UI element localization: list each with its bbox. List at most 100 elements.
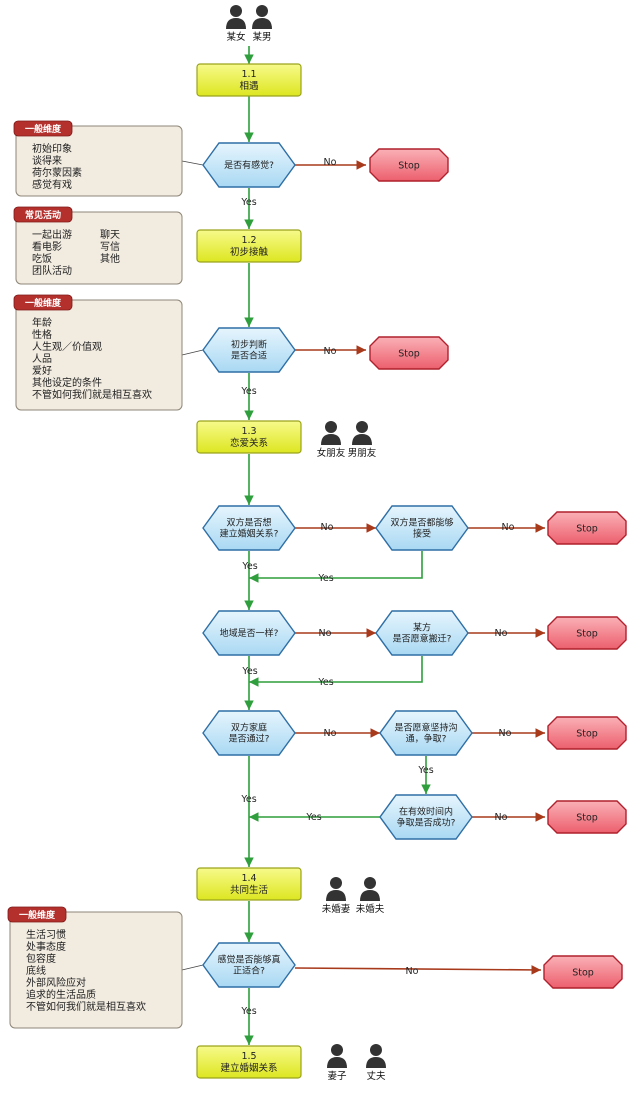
note-line: 其他设定的条件 xyxy=(32,376,102,389)
note-connector xyxy=(181,160,204,166)
stop-x3: Stop xyxy=(547,511,627,545)
decision-label: 是否有感觉? xyxy=(224,159,274,171)
decision-diamond xyxy=(379,710,473,756)
stop-label: Stop xyxy=(572,968,594,979)
decision-diamond xyxy=(375,610,469,656)
label-d5-no: No xyxy=(324,728,337,739)
label-d6-yes: Yes xyxy=(240,1006,256,1017)
note-line: 包容度 xyxy=(26,952,56,965)
decision-label: 是否愿意坚持沟 xyxy=(394,722,457,734)
decision-d1: 是否有感觉? xyxy=(202,142,296,188)
note-line: 外部风险应对 xyxy=(26,976,86,989)
edge-d6-no xyxy=(294,965,542,975)
label-d6-no: No xyxy=(406,966,419,977)
note-line: 性格 xyxy=(32,328,52,341)
process-label: 相遇 xyxy=(239,80,259,92)
person-icon xyxy=(352,421,372,445)
note-connector xyxy=(181,349,204,356)
note-tag xyxy=(13,120,73,137)
label-d2-no: No xyxy=(324,346,337,357)
note-line: 底线 xyxy=(26,964,46,977)
decision-label: 正适合? xyxy=(233,965,265,977)
stop-x1: Stop xyxy=(369,148,449,182)
people-p-13: 女朋友男朋友 xyxy=(317,421,377,459)
label-d5b-yes: Yes xyxy=(417,765,433,776)
label-d4-yes: Yes xyxy=(241,666,257,677)
person-label: 未婚夫 xyxy=(356,903,385,915)
decision-label: 建立婚姻关系? xyxy=(220,528,279,540)
note-line: 追求的生活品质 xyxy=(26,988,96,1001)
note-title: 常见活动 xyxy=(25,209,61,221)
stop-octagon xyxy=(547,511,627,545)
process-label: 恋爱关系 xyxy=(230,437,268,449)
process-s11: 1.1相遇 xyxy=(196,63,302,97)
note-line: 初始印象 xyxy=(32,142,72,155)
person-icon xyxy=(252,5,272,29)
process-box xyxy=(196,63,302,97)
process-box xyxy=(196,420,302,454)
note-line-right: 其他 xyxy=(100,252,120,265)
note-box xyxy=(15,125,183,197)
process-box xyxy=(196,867,302,901)
decision-label: 是否合适 xyxy=(231,350,267,362)
process-label: 建立婚姻关系 xyxy=(220,1062,277,1074)
process-box xyxy=(196,229,302,263)
people-p-14: 未婚妻未婚夫 xyxy=(322,877,385,915)
decision-label: 是否愿意搬迁? xyxy=(393,633,452,645)
note-line: 吃饭 xyxy=(32,252,52,265)
decision-diamond xyxy=(202,505,296,551)
person-label: 女朋友 xyxy=(317,447,346,459)
label-d1-no: No xyxy=(324,157,337,168)
decision-diamond xyxy=(202,610,296,656)
decision-label: 通，争取? xyxy=(406,733,447,745)
label-d5c-no: No xyxy=(495,812,508,823)
decision-diamond xyxy=(202,942,296,988)
note-title: 一般维度 xyxy=(25,123,62,135)
stop-label: Stop xyxy=(576,729,598,740)
decision-label: 双方是否想 xyxy=(226,517,271,529)
note-tag xyxy=(7,906,67,923)
stop-label: Stop xyxy=(576,524,598,535)
stop-octagon xyxy=(547,716,627,750)
note-line-right: 写信 xyxy=(100,241,120,253)
decision-label: 某方 xyxy=(413,622,431,634)
stop-octagon xyxy=(369,148,449,182)
label-d1-yes: Yes xyxy=(240,197,256,208)
people-p-top: 某女某男 xyxy=(226,5,272,43)
person-label: 男朋友 xyxy=(348,447,377,459)
decision-label: 初步判断 xyxy=(231,339,267,351)
note-box xyxy=(15,299,183,411)
decision-label: 双方家庭 xyxy=(231,722,267,734)
decision-label: 争取是否成功? xyxy=(397,817,456,829)
person-icon xyxy=(326,877,346,901)
decision-diamond xyxy=(202,710,296,756)
people-layer: 某女某男女朋友男朋友未婚妻未婚夫妻子丈夫 xyxy=(226,5,386,1082)
stop-octagon xyxy=(547,800,627,834)
decision-diamond xyxy=(202,327,296,373)
note-connector xyxy=(181,964,204,971)
label-d2-yes: Yes xyxy=(240,386,256,397)
person-label: 未婚妻 xyxy=(322,903,351,915)
note-box xyxy=(15,211,183,285)
decision-diamond xyxy=(379,794,473,840)
decision-diamond xyxy=(202,142,296,188)
label-d3b-yes: Yes xyxy=(317,573,333,584)
note-line: 生活习惯 xyxy=(26,928,66,941)
decision-label: 地域是否一样? xyxy=(220,627,279,639)
process-label: 1.3 xyxy=(241,426,256,437)
note-line: 荷尔蒙因素 xyxy=(32,166,82,179)
label-d3b-no: No xyxy=(502,522,515,533)
note-line: 爱好 xyxy=(32,364,52,377)
stop-octagon xyxy=(369,336,449,370)
note-line: 处事态度 xyxy=(26,940,66,953)
person-icon xyxy=(366,1044,386,1068)
note-line: 人生观／价值观 xyxy=(32,340,102,353)
label-d3-no: No xyxy=(321,522,334,533)
